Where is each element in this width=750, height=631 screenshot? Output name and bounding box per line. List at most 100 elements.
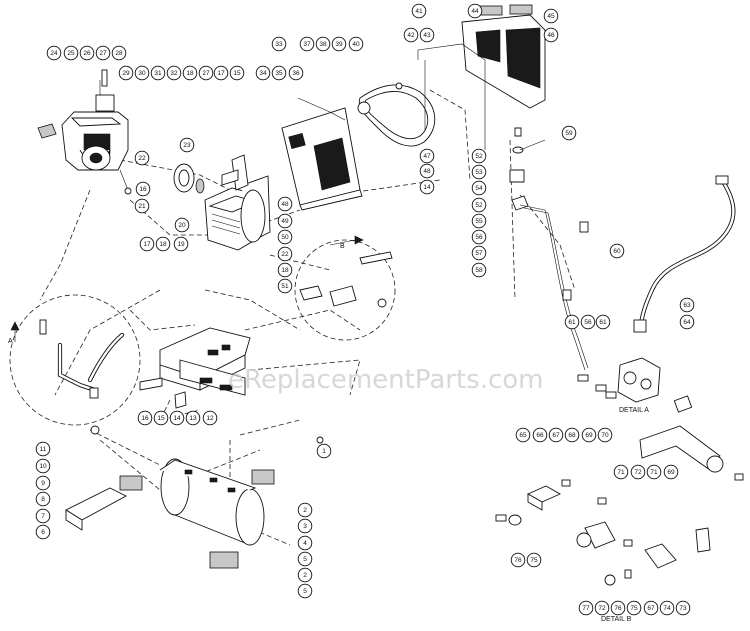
- callout-number: 29: [122, 70, 130, 77]
- callout-number: 75: [630, 605, 638, 612]
- callout-bubble: [35, 524, 51, 540]
- callout-part-61: 61: [595, 314, 611, 330]
- callout-bubble: [297, 583, 313, 599]
- callout-part-48: 48: [277, 196, 293, 212]
- callout-part-71: 71: [613, 464, 629, 480]
- callout-bubble: [134, 198, 150, 214]
- callout-bubble: [515, 427, 531, 443]
- callout-bubble: [471, 180, 487, 196]
- callout-part-13: 13: [185, 410, 201, 426]
- callout-part-4: 4: [297, 535, 313, 551]
- callout-number: 30: [138, 70, 146, 77]
- callout-number: 2: [303, 572, 307, 579]
- callout-bubble: [137, 410, 153, 426]
- callout-part-75: 75: [526, 552, 542, 568]
- callout-part-43: 43: [419, 27, 435, 43]
- callout-part-2: 2: [297, 567, 313, 583]
- callout-part-5: 5: [297, 583, 313, 599]
- callout-bubble: [679, 297, 695, 313]
- callout-number: 45: [547, 13, 555, 20]
- callout-part-44: 44: [467, 3, 483, 19]
- callout-part-26: 26: [79, 45, 95, 61]
- callout-part-55: 55: [471, 213, 487, 229]
- callout-part-20: 20: [174, 217, 190, 233]
- callout-bubble: [548, 427, 564, 443]
- callout-part-21: 21: [134, 198, 150, 214]
- callout-part-60: 60: [609, 243, 625, 259]
- callout-number: 28: [115, 50, 123, 57]
- callout-bubble: [277, 246, 293, 262]
- callout-bubble: [597, 427, 613, 443]
- detail-b-marker: B: [340, 243, 345, 250]
- callout-part-32: 32: [166, 65, 182, 81]
- callout-number: 18: [159, 241, 167, 248]
- callout-part-47: 47: [419, 148, 435, 164]
- callout-part-15: 15: [229, 65, 245, 81]
- callout-number: 44: [471, 8, 479, 15]
- callout-number: 10: [39, 463, 47, 470]
- callout-part-76: 76: [610, 600, 626, 616]
- callout-number: 49: [281, 218, 289, 225]
- callout-number: 68: [568, 432, 576, 439]
- callout-part-56: 56: [471, 229, 487, 245]
- callout-part-77: 77: [578, 600, 594, 616]
- callout-part-70: 70: [597, 427, 613, 443]
- callout-number: 14: [173, 415, 181, 422]
- callout-number: 19: [177, 241, 185, 248]
- callout-number: 71: [617, 469, 625, 476]
- callout-number: 33: [275, 41, 283, 48]
- callout-number: 53: [475, 169, 483, 176]
- callout-part-18: 18: [182, 65, 198, 81]
- tubing-assembly: [509, 127, 589, 371]
- callout-number: 17: [143, 241, 151, 248]
- callout-part-67: 67: [643, 600, 659, 616]
- callout-number: 4: [303, 540, 307, 547]
- callout-bubble: [35, 508, 51, 524]
- callout-bubble: [331, 36, 347, 52]
- callout-bubble: [348, 36, 364, 52]
- air-tank: [65, 425, 324, 569]
- callout-bubble: [297, 518, 313, 534]
- callout-number: 27: [202, 70, 210, 77]
- callout-bubble: [288, 65, 304, 81]
- callout-number: 48: [423, 168, 431, 175]
- callout-bubble: [663, 464, 679, 480]
- callout-number: 17: [217, 70, 225, 77]
- callout-number: 6: [41, 529, 45, 536]
- callout-part-11: 11: [35, 441, 51, 457]
- callout-bubble: [595, 314, 611, 330]
- callout-bubble: [471, 262, 487, 278]
- discharge-hose: [633, 175, 736, 333]
- engine: [37, 69, 132, 195]
- callout-number: 52: [475, 202, 483, 209]
- callout-number: 26: [83, 50, 91, 57]
- callout-part-42: 42: [403, 27, 419, 43]
- callout-number: 66: [536, 432, 544, 439]
- callout-bubble: [411, 3, 427, 19]
- callout-number: 13: [189, 415, 197, 422]
- callout-number: 52: [475, 153, 483, 160]
- callout-part-53: 53: [471, 164, 487, 180]
- callout-number: 5: [303, 588, 307, 595]
- callout-bubble: [297, 535, 313, 551]
- callout-number: 61: [599, 319, 607, 326]
- callout-bubble: [277, 278, 293, 294]
- pressure-switch-detail-a: [577, 357, 693, 413]
- callout-part-29: 29: [118, 65, 134, 81]
- callout-number: 69: [667, 469, 675, 476]
- callout-part-8: 8: [35, 491, 51, 507]
- callout-number: 43: [423, 32, 431, 39]
- callout-number: 22: [281, 251, 289, 258]
- callout-bubble: [35, 441, 51, 457]
- callout-bubble: [174, 217, 190, 233]
- callout-number: 23: [183, 142, 191, 149]
- callout-part-19: 19: [173, 236, 189, 252]
- callout-number: 11: [40, 446, 47, 453]
- callout-number: 9: [41, 480, 45, 487]
- callout-part-45: 45: [543, 8, 559, 24]
- callout-number: 51: [281, 283, 289, 290]
- callout-number: 20: [178, 222, 186, 229]
- callout-number: 1: [322, 448, 326, 455]
